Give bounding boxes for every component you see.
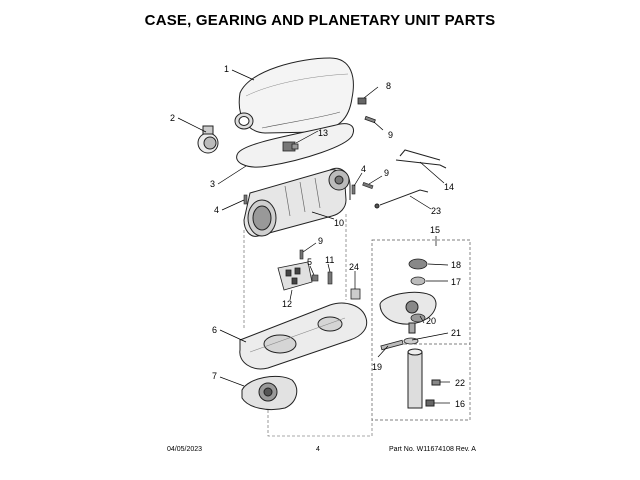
planetary-group-box: [371, 239, 471, 421]
gear-cover-part[interactable]: [241, 375, 298, 411]
callout-9: 9: [318, 236, 323, 246]
callout-8: 8: [386, 81, 391, 91]
callout-14: 14: [444, 182, 454, 192]
footer-page-number: 4: [316, 446, 320, 453]
motor-assembly-part[interactable]: [243, 167, 351, 237]
callout-labels: 1 2 3 4 4 5 6 7 8 9 9 9 10 11 12 13 14 1…: [170, 64, 465, 409]
callout-17: 17: [451, 277, 461, 287]
page-title: CASE, GEARING AND PLANETARY UNIT PARTS: [144, 12, 496, 29]
callout-9: 9: [384, 168, 389, 178]
callout-19: 19: [372, 362, 382, 372]
callout-9: 9: [388, 130, 393, 140]
leader-lines: [177, 69, 450, 404]
callout-7: 7: [212, 371, 217, 381]
gear-housing-part[interactable]: [239, 302, 368, 370]
control-board-part[interactable]: [277, 261, 313, 291]
callout-22: 22: [455, 378, 465, 388]
pin-part[interactable]: [380, 339, 404, 351]
callout-1: 1: [224, 64, 229, 74]
callout-13: 13: [318, 128, 328, 138]
planetary-unit-part[interactable]: [379, 291, 437, 334]
shaft-part[interactable]: [407, 348, 441, 409]
center-gear-part[interactable]: [282, 141, 299, 152]
wire-harness-part[interactable]: [374, 149, 447, 209]
motor-housing-part[interactable]: [234, 57, 354, 134]
callout-12: 12: [282, 299, 292, 309]
callout-18: 18: [451, 260, 461, 270]
assembly-lines: [243, 214, 373, 437]
clip-part[interactable]: [350, 288, 361, 300]
screw-part[interactable]: [364, 115, 376, 124]
callout-6: 6: [212, 325, 217, 335]
plug-part[interactable]: [357, 97, 367, 105]
callout-20: 20: [426, 316, 436, 326]
callout-5: 5: [307, 257, 312, 267]
callout-10: 10: [334, 218, 344, 228]
gear-part[interactable]: [408, 258, 428, 286]
footer-date: 04/05/2023: [167, 446, 203, 453]
callout-3: 3: [210, 179, 215, 189]
footer-part-number: Part No. W11674108 Rev. A: [389, 446, 476, 453]
callout-4: 4: [214, 205, 219, 215]
callout-16: 16: [455, 399, 465, 409]
callout-15: 15: [430, 225, 440, 235]
callout-24: 24: [349, 262, 359, 272]
callout-23: 23: [431, 206, 441, 216]
callout-4: 4: [361, 164, 366, 174]
fastener-part[interactable]: [311, 271, 333, 285]
hub-cap-part[interactable]: [197, 125, 219, 154]
screw-part[interactable]: [243, 184, 356, 205]
callout-21: 21: [451, 328, 461, 338]
screw-part[interactable]: [299, 181, 374, 260]
callout-2: 2: [170, 113, 175, 123]
callout-11: 11: [325, 255, 334, 265]
